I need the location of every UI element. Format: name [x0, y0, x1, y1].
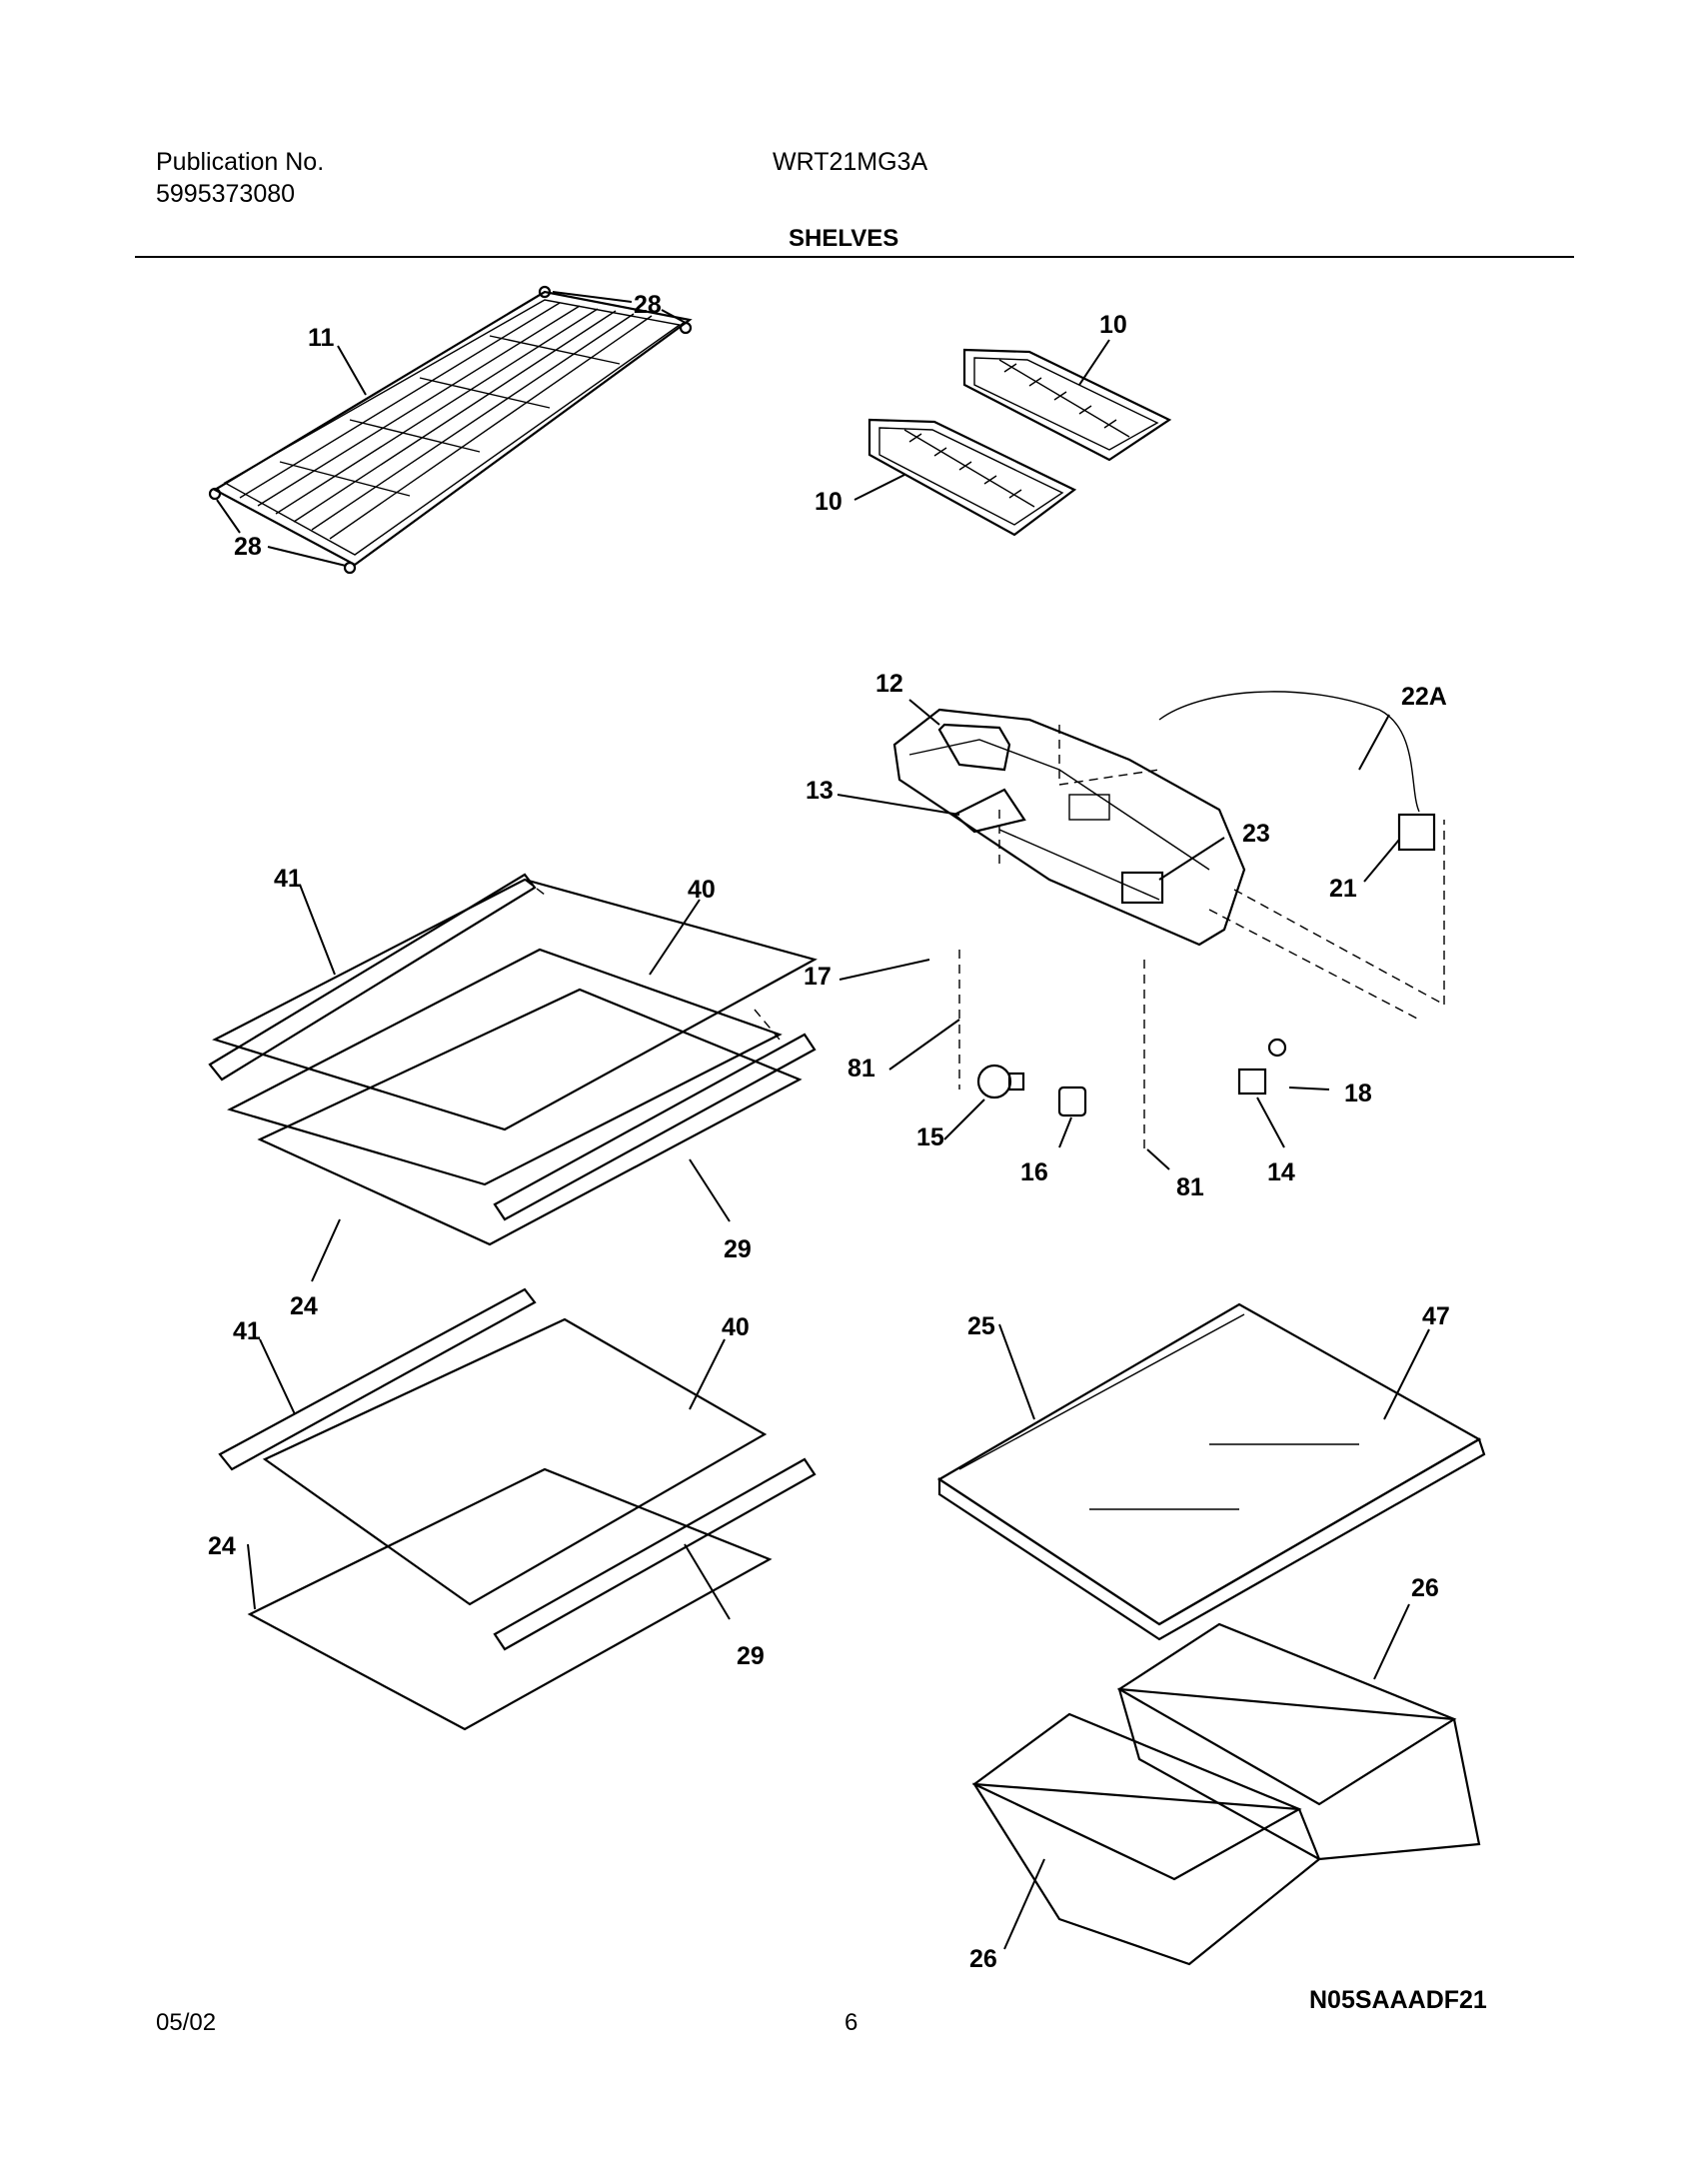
callout-26-left: 26	[969, 1945, 997, 1973]
ice-tray-lower	[867, 418, 1077, 537]
callout-10-upper: 10	[1099, 311, 1127, 339]
wire-harness	[1158, 691, 1420, 813]
light-switch	[1237, 1068, 1267, 1095]
callout-12: 12	[875, 670, 903, 698]
light-bulb	[976, 1064, 1025, 1099]
model-number: WRT21MG3A	[773, 148, 928, 176]
shelf-end-caps	[208, 285, 693, 575]
callout-28-bottom: 28	[234, 533, 262, 561]
publication-label: Publication No.	[156, 148, 325, 176]
light-socket	[1057, 1086, 1087, 1117]
callout-28-top: 28	[634, 291, 662, 319]
crisper-drawer-left	[971, 1712, 1321, 1966]
callout-41-lower: 41	[233, 1317, 261, 1345]
control-knob	[937, 723, 1011, 772]
callout-15: 15	[916, 1123, 944, 1151]
wire-shelf	[212, 290, 693, 567]
callout-26-right: 26	[1411, 1574, 1439, 1602]
callout-10-lower: 10	[815, 488, 843, 516]
ice-tray-upper	[962, 348, 1172, 462]
callout-22A: 22A	[1401, 683, 1447, 711]
glass-shelf-lower	[218, 1287, 817, 1731]
callout-16: 16	[1020, 1158, 1048, 1186]
glass-shelf-upper	[208, 873, 818, 1246]
switch-connector	[1120, 871, 1164, 905]
callout-40-lower: 40	[722, 1313, 750, 1341]
callout-81-right: 81	[1176, 1173, 1204, 1201]
callout-11: 11	[308, 324, 335, 352]
callout-41-upper: 41	[274, 865, 302, 893]
callout-24-upper: 24	[290, 1292, 318, 1320]
grommet	[1267, 1038, 1287, 1058]
crisper-cover	[936, 1302, 1486, 1641]
callout-21: 21	[1329, 875, 1357, 903]
callout-29-upper: 29	[724, 1235, 752, 1263]
footer-date: 05/02	[156, 2009, 217, 2036]
publication-number: 5995373080	[156, 180, 296, 208]
callout-24-lower: 24	[208, 1532, 236, 1560]
section-title: SHELVES	[789, 225, 899, 252]
thermostat	[1397, 813, 1436, 852]
callout-17: 17	[804, 963, 832, 991]
callout-23: 23	[1242, 820, 1270, 848]
header-rule	[135, 256, 1574, 258]
callout-81-left: 81	[848, 1055, 875, 1083]
page-number: 6	[845, 2009, 858, 2036]
callout-29-lower: 29	[737, 1642, 765, 1670]
callout-47: 47	[1422, 1302, 1450, 1330]
callout-40-upper: 40	[688, 876, 716, 904]
callout-13: 13	[806, 777, 834, 805]
callout-25: 25	[967, 1312, 995, 1340]
callout-18: 18	[1344, 1080, 1372, 1107]
drawing-code: N05SAAADF21	[1309, 1986, 1487, 2014]
crisper-drawer-right	[1116, 1622, 1481, 1861]
callout-14: 14	[1267, 1158, 1295, 1186]
damper	[952, 788, 1026, 834]
